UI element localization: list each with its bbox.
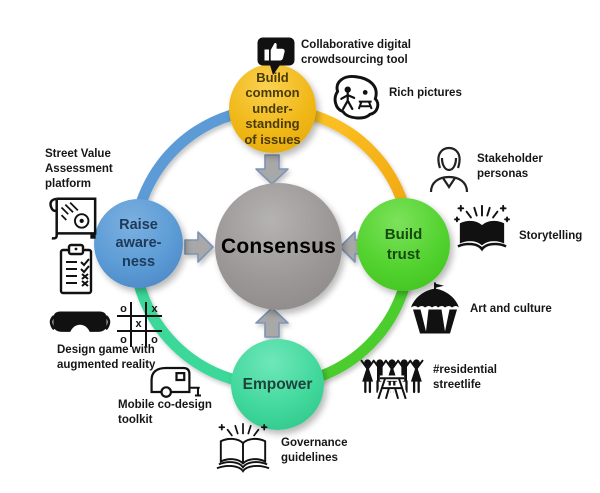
label-governance-guidelines: Governance guidelines xyxy=(281,436,347,466)
ar-goggles-icon xyxy=(49,311,111,332)
label-rich-pictures: Rich pictures xyxy=(389,86,462,101)
arrow-down-icon xyxy=(255,154,289,185)
node-consensus: Consensus xyxy=(215,183,342,310)
ttt-cell: x xyxy=(132,317,147,332)
woman-persona-icon xyxy=(429,146,469,193)
node-empower: Empower xyxy=(231,339,324,430)
node-right-line: Build xyxy=(384,226,423,243)
label-crowdsourcing: Collaborative digital crowdsourcing tool xyxy=(301,38,411,68)
label-line: crowdsourcing tool xyxy=(301,53,408,66)
label-stakeholder-personas: Stakeholder personas xyxy=(477,152,543,182)
label-line: Assessment xyxy=(45,162,113,175)
arrow-right-icon xyxy=(184,231,214,263)
label-line: personas xyxy=(477,167,529,180)
tic-tac-toe-icon: o x x o o xyxy=(117,302,162,347)
ttt-cell: o xyxy=(151,333,158,346)
arrow-up-icon xyxy=(255,307,289,338)
thumbs-up-bubble-icon xyxy=(257,37,295,75)
label-line: Stakeholder xyxy=(477,153,543,165)
ttt-cell xyxy=(132,332,147,347)
label-line: platform xyxy=(45,177,91,190)
label-design-game: Design game with augmented reality xyxy=(57,343,155,373)
label-line: Storytelling xyxy=(519,230,583,242)
label-line: Collaborative digital xyxy=(301,39,411,51)
label-line: Design game with xyxy=(57,344,155,356)
node-top-line: common xyxy=(245,85,300,101)
node-bottom-line: Empower xyxy=(242,375,313,393)
ttt-cell: o xyxy=(117,302,132,317)
ttt-cell: x xyxy=(147,302,162,317)
ttt-cell xyxy=(132,302,147,317)
label-line: augmented reality xyxy=(57,358,156,371)
node-right-line: trust xyxy=(386,245,421,263)
node-raise-awareness: Raise aware- ness xyxy=(94,199,183,288)
sparkle-book-icon xyxy=(454,204,510,252)
caravan-icon xyxy=(150,366,201,398)
node-build-trust: Build trust xyxy=(357,198,450,291)
label-line: toolkit xyxy=(118,413,153,426)
people-celebration-icon xyxy=(360,359,424,400)
label-line: Rich pictures xyxy=(389,87,462,99)
label-line: Art and culture xyxy=(470,303,552,315)
ttt-cell xyxy=(117,317,132,332)
node-build-common-understanding: Build common under- standing of issues xyxy=(229,64,316,153)
node-top-line: of issues xyxy=(244,131,301,147)
label-street-value: Street Value Assessment platform xyxy=(45,147,113,192)
circus-tent-icon xyxy=(411,282,459,334)
consensus-label: Consensus xyxy=(221,234,336,258)
ttt-cell xyxy=(147,317,162,332)
node-top-line: under- xyxy=(252,100,293,116)
label-line: Street Value xyxy=(45,148,111,160)
label-residential-streetlife: #residential streetlife xyxy=(433,363,497,393)
clipboard-checklist-icon xyxy=(59,243,93,295)
label-line: Governance xyxy=(281,437,348,449)
label-storytelling: Storytelling xyxy=(519,229,582,244)
map-plan-icon xyxy=(49,197,97,240)
node-left-line: ness xyxy=(121,253,156,270)
label-mobile-codesign: Mobile co-design toolkit xyxy=(118,398,212,428)
node-top-line: Build xyxy=(256,69,289,85)
rich-pictures-icon xyxy=(333,75,380,120)
open-book-sparkle-icon xyxy=(216,423,270,473)
label-line: streetlife xyxy=(433,378,481,391)
ttt-cell: o xyxy=(117,332,132,347)
label-art-and-culture: Art and culture xyxy=(470,302,552,317)
label-line: Mobile co-design xyxy=(118,399,212,411)
node-left-line: aware- xyxy=(115,235,162,252)
node-left-line: Raise xyxy=(119,217,158,234)
label-line: #residential xyxy=(433,364,497,376)
label-line: guidelines xyxy=(281,451,338,464)
node-top-line: standing xyxy=(245,116,300,132)
